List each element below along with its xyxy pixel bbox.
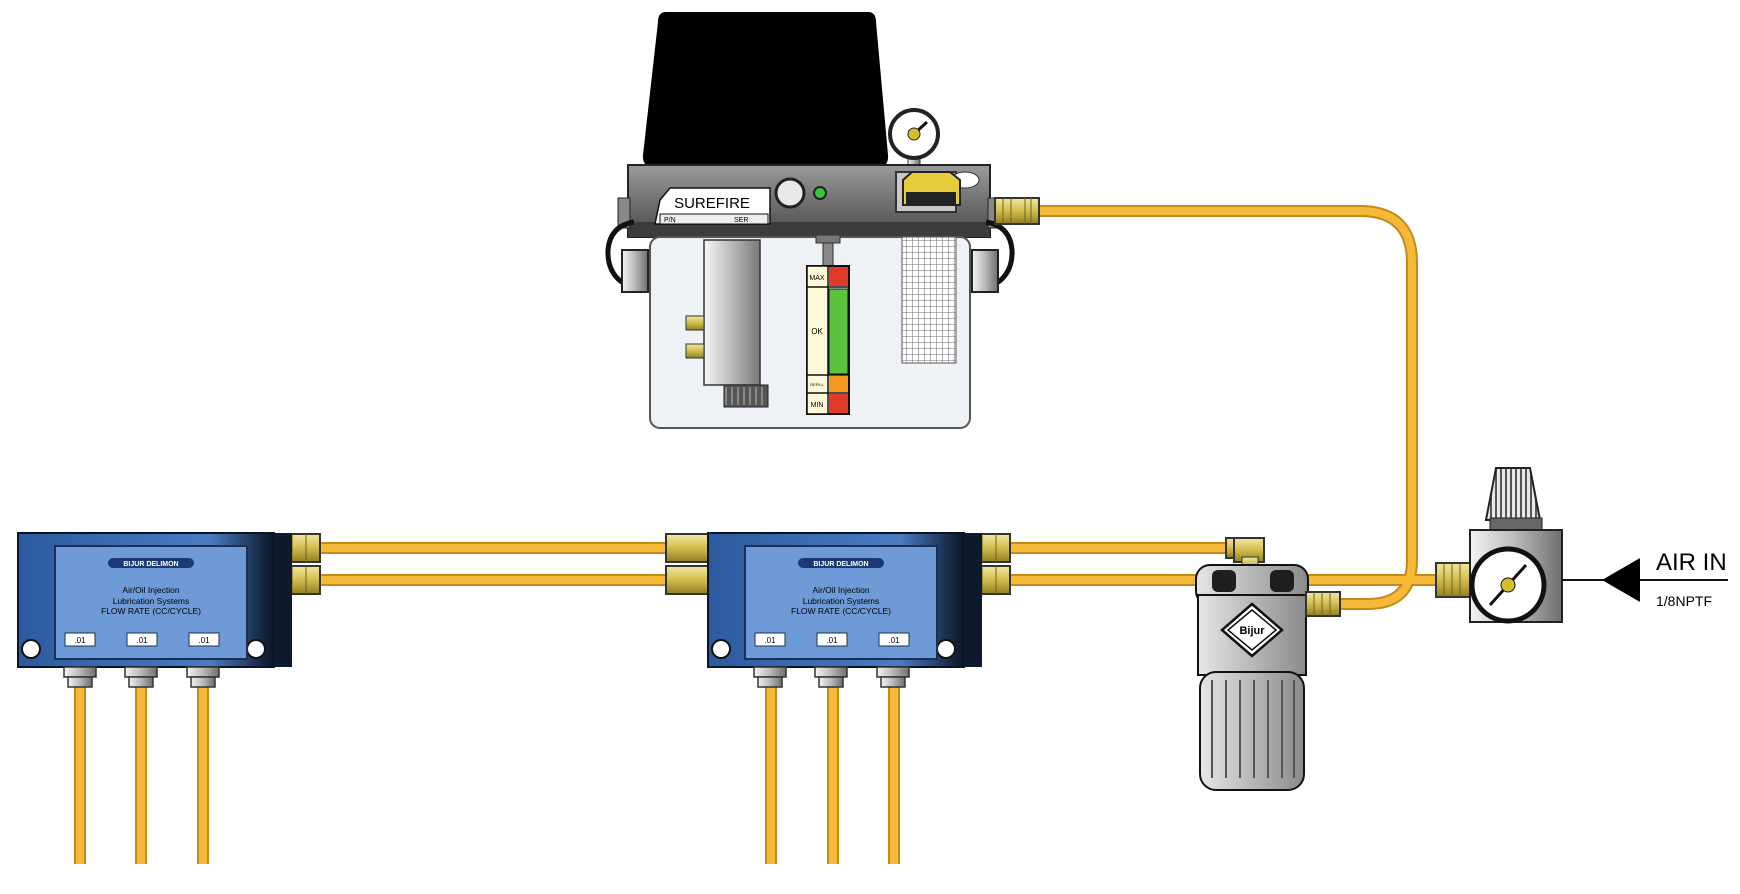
level-indicator: MAX OK REFILL MIN — [806, 265, 850, 415]
level-refill-label: REFILL — [810, 382, 824, 387]
pump-outlet-fitting — [994, 197, 1040, 225]
distributor-block-1: BIJUR DELIMON Air/Oil InjectionLubricatio… — [17, 532, 321, 688]
air-regulator: AIR IN 1/8NPTF — [1435, 467, 1728, 624]
pn-label: P/N — [664, 217, 676, 224]
level-ok-label: OK — [811, 327, 823, 336]
outlet-fitting — [753, 666, 787, 678]
flow-rate-tag — [878, 632, 910, 647]
left-clamp — [605, 219, 649, 293]
block-logo-icon — [108, 558, 194, 568]
regulator-knob — [1484, 467, 1542, 521]
flow-rate-value: .01 — [826, 636, 838, 645]
block-logo-text: BIJUR DELIMON — [813, 561, 868, 568]
outlet-fitting — [814, 666, 848, 678]
flow-rate-value: .01 — [74, 636, 86, 645]
pump-button-icon — [774, 177, 806, 209]
block-logo-text: BIJUR DELIMON — [123, 561, 178, 568]
flow-rate-tag — [188, 632, 220, 647]
right-clamp — [971, 219, 1015, 293]
outlet-fitting — [876, 666, 910, 678]
level-max-label: MAX — [809, 275, 825, 282]
flow-rate-value: .01 — [198, 636, 210, 645]
mounting-hole-icon — [21, 639, 41, 659]
flow-rate-tag — [64, 632, 96, 647]
block-text-line1: Air/Oil Injection — [812, 585, 869, 595]
ser-label: SER — [734, 217, 748, 224]
block-text-line2: Lubrication Systems — [113, 596, 190, 606]
status-led-icon — [813, 186, 827, 200]
outlet-fitting — [124, 666, 158, 678]
outlet-fitting — [63, 666, 97, 678]
brand-label: SUREFIRE — [674, 195, 750, 212]
oil-filter-unit: Bijur — [1195, 537, 1341, 791]
flow-rate-tag — [754, 632, 786, 647]
flow-rate-tag — [816, 632, 848, 647]
air-in-arrow-icon — [1602, 558, 1640, 602]
block-text-line3: FLOW RATE (CC/CYCLE) — [101, 606, 201, 616]
flow-rate-value: .01 — [136, 636, 148, 645]
pump-assembly: SUREFIRE P/N SER — [605, 12, 1040, 429]
block-text-line3: FLOW RATE (CC/CYCLE) — [791, 606, 891, 616]
mesh-screen — [901, 236, 957, 364]
distributor-block-2: BIJUR DELIMON Air/Oil InjectionLubricatio… — [665, 532, 1011, 688]
mounting-hole-icon — [711, 639, 731, 659]
block-inlet-fitting — [665, 565, 711, 595]
mounting-hole-icon — [936, 639, 956, 659]
filter-logo-text: Bijur — [1239, 625, 1265, 637]
air-in-size-label: 1/8NPTF — [1656, 593, 1712, 609]
flow-rate-value: .01 — [888, 636, 900, 645]
flow-rate-tag — [126, 632, 158, 647]
bijur-logo: Bijur — [1220, 602, 1284, 658]
filter-inlet-fitting — [1305, 591, 1341, 617]
block-text-line1: Air/Oil Injection — [122, 585, 179, 595]
block-text-line2: Lubrication Systems — [803, 596, 880, 606]
air-in-label: AIR IN — [1656, 549, 1727, 576]
block-logo-icon — [798, 558, 884, 568]
flow-rate-value: .01 — [764, 636, 776, 645]
mounting-hole-icon — [246, 639, 266, 659]
reservoir-lid — [642, 12, 889, 168]
level-min-label: MIN — [811, 402, 824, 409]
outlet-fitting — [186, 666, 220, 678]
block-inlet-fitting — [665, 533, 711, 563]
